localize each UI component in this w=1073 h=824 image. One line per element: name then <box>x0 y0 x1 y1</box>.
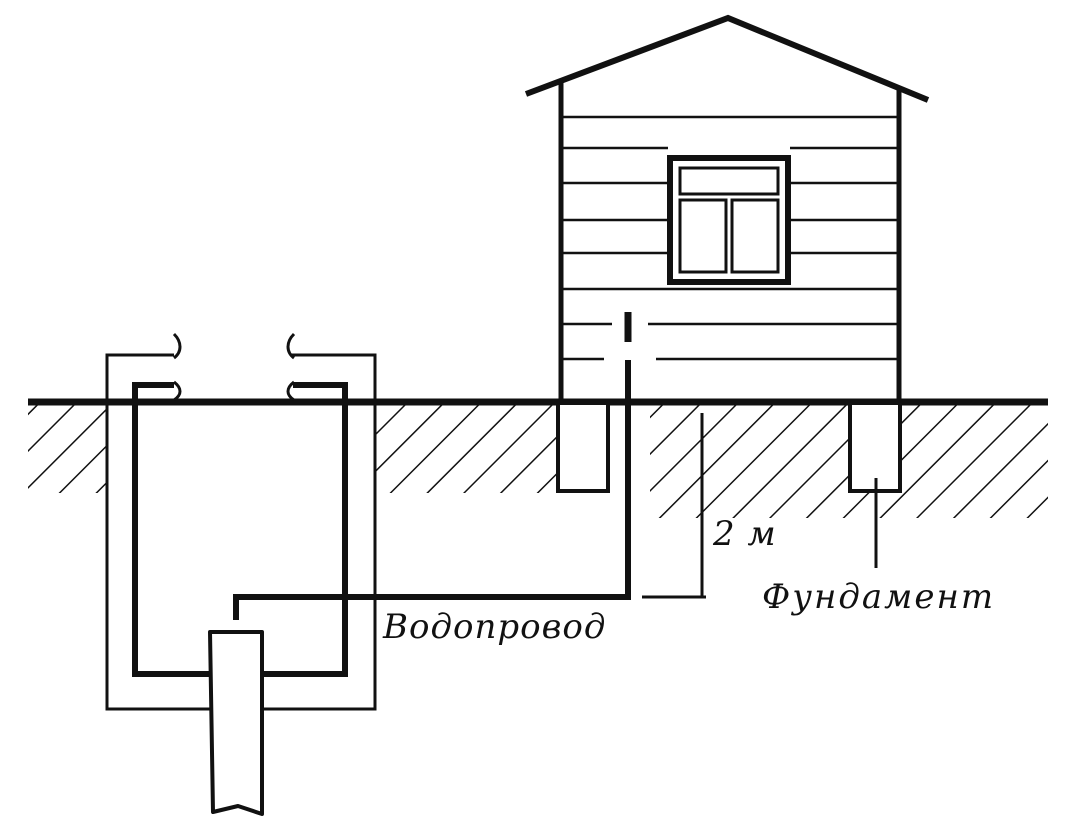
house-window <box>667 155 791 285</box>
house <box>524 14 930 402</box>
house-roof <box>524 14 930 103</box>
foundation-right <box>848 401 902 493</box>
label-foundation: Фундамент <box>762 577 996 617</box>
label-water-pipe: Водопровод <box>383 607 607 647</box>
well-casing <box>208 630 264 816</box>
depth-dimension <box>642 413 706 599</box>
house-siding-boards <box>563 115 897 361</box>
label-depth: 2 м <box>713 514 777 554</box>
soil-hatching <box>28 403 1048 518</box>
water-pipe <box>233 312 632 620</box>
foundation-left <box>556 401 610 493</box>
